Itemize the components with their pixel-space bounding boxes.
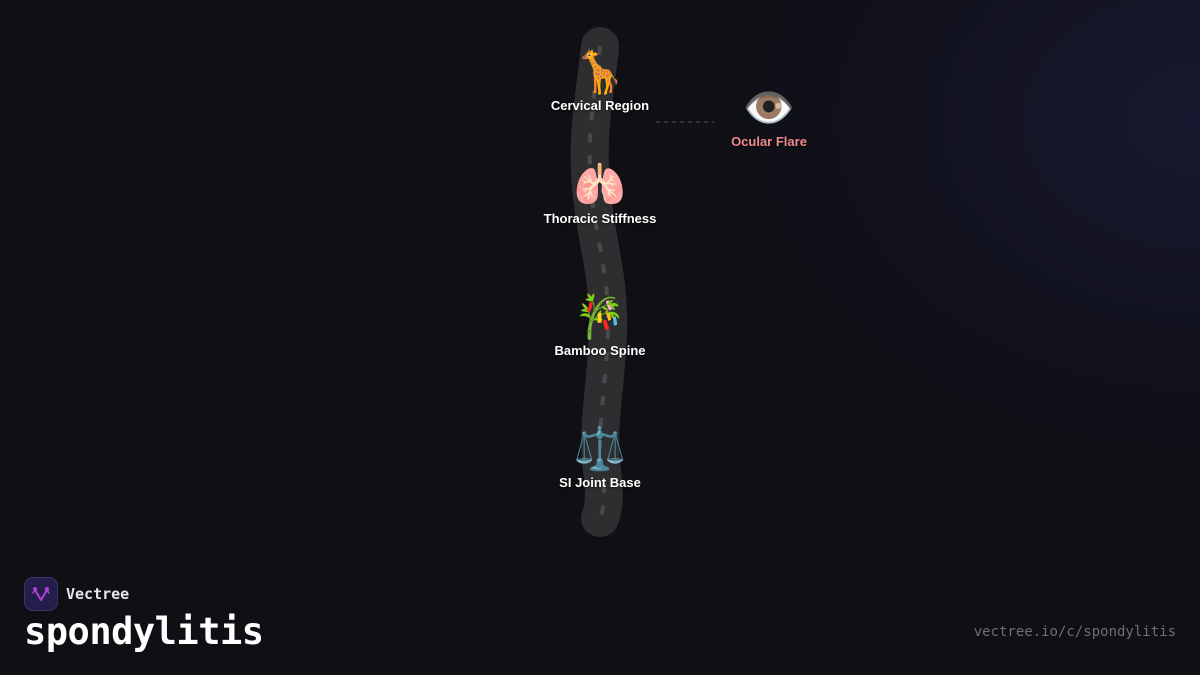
vectree-logo-icon <box>24 577 58 611</box>
node-ocular-flare[interactable]: 👁️ Ocular Flare <box>731 83 807 150</box>
brand-name: Vectree <box>66 585 130 603</box>
node-cervical-region[interactable]: 🦒 Cervical Region <box>550 47 650 114</box>
brand: Vectree <box>24 577 129 611</box>
node-label: Bamboo Spine <box>554 343 646 358</box>
node-thoracic-stiffness[interactable]: 🫁 Thoracic Stiffness <box>543 160 657 227</box>
scales-icon: ⚖️ <box>573 424 627 473</box>
node-bamboo-spine[interactable]: 🎋 Bamboo Spine <box>554 292 646 359</box>
bamboo-icon: 🎋 <box>573 292 627 341</box>
node-label: Ocular Flare <box>731 134 807 149</box>
lungs-icon: 🫁 <box>573 160 627 209</box>
page-url[interactable]: vectree.io/c/spondylitis <box>973 624 1176 640</box>
node-label: Cervical Region <box>550 98 650 113</box>
page-title: spondylitis <box>24 610 264 653</box>
node-label: SI Joint Base <box>559 475 641 490</box>
giraffe-icon: 🦒 <box>573 47 627 96</box>
node-label: Thoracic Stiffness <box>543 211 657 226</box>
node-si-joint-base[interactable]: ⚖️ SI Joint Base <box>559 424 641 491</box>
eye-icon: 👁️ <box>742 83 796 132</box>
